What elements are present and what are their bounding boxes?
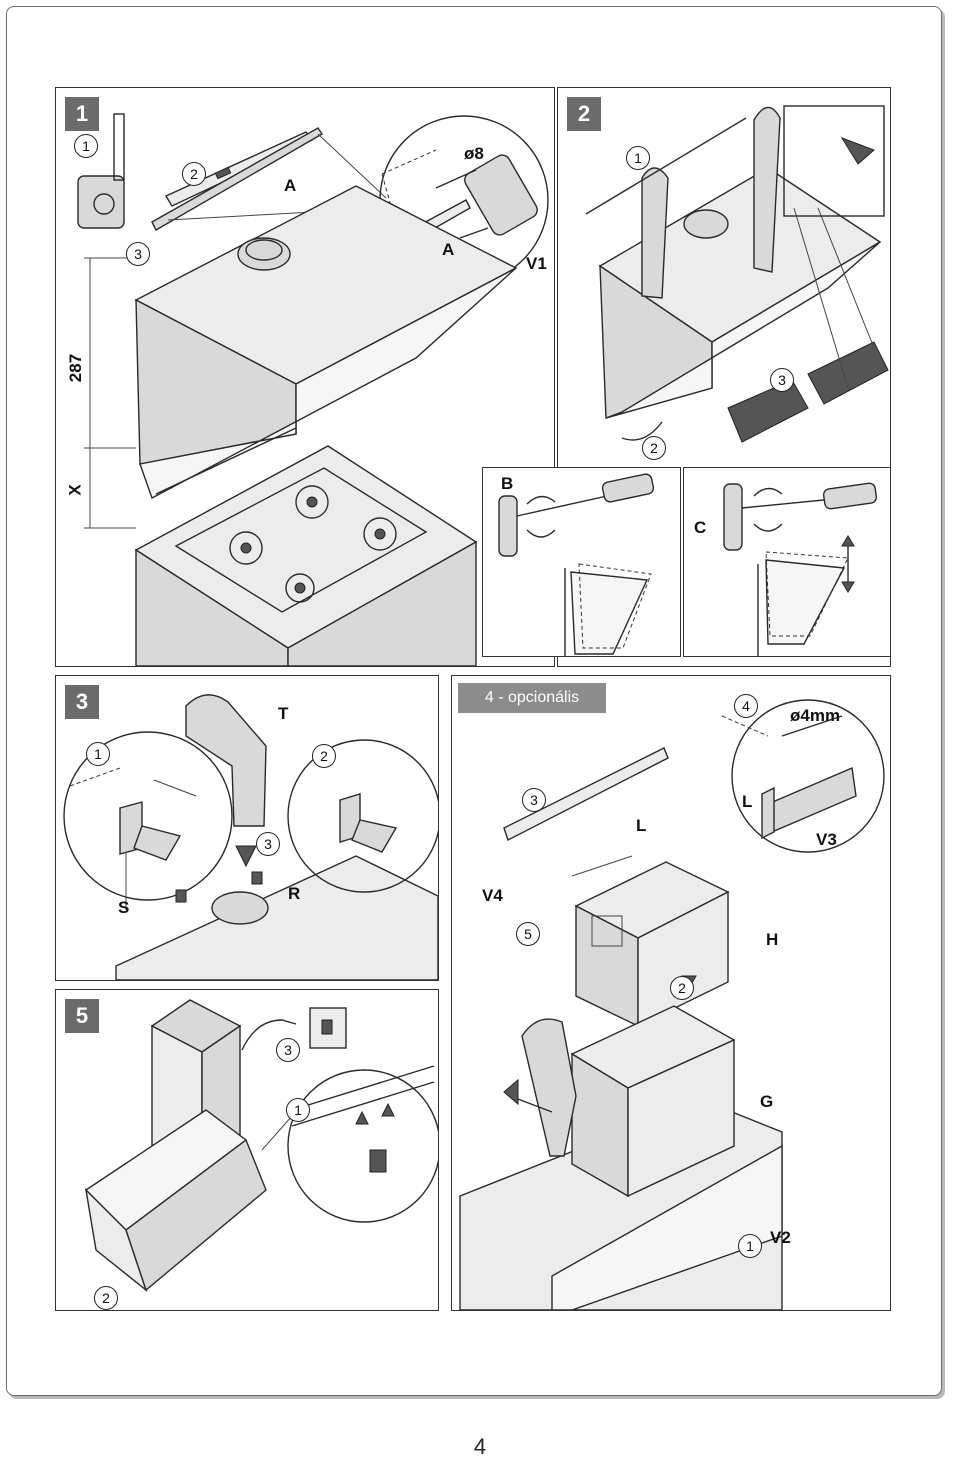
dimension-287: 287 (66, 353, 86, 383)
step-number: 3 (770, 368, 794, 392)
step-number: 1 (74, 134, 98, 158)
optional-step-title: 4 - opcionális (458, 683, 606, 713)
subpanel-b: B (482, 467, 681, 657)
label-drill-size: ø4mm (790, 706, 841, 725)
hood-hang-and-filter-illustration (585, 105, 889, 443)
step-number: 2 (94, 1286, 118, 1310)
step-badge: 2 (567, 97, 601, 131)
step-number: 1 (738, 1234, 762, 1258)
label-lower-chimney-g: G (760, 1092, 774, 1111)
step-number: 3 (256, 832, 280, 856)
duct-and-bracket-illustration (63, 694, 438, 980)
step-number: 2 (670, 976, 694, 1000)
label-upper-chimney-h: H (766, 930, 779, 949)
label-bracket-s: S (118, 898, 130, 917)
step-number: 3 (522, 788, 546, 812)
panel-step-5: 5 3 1 2 (55, 989, 439, 1311)
label-bracket-a-zoom: A (442, 240, 455, 259)
label-duct-t: T (278, 704, 289, 723)
page-number: 4 (473, 1434, 487, 1459)
label-adjust-c: C (694, 518, 707, 537)
instruction-sheet: 1 1 2 3 A ø8 A V1 287 X 2 1 2 (6, 6, 942, 1396)
step-number: 1 (86, 742, 110, 766)
label-screw-v2: V2 (770, 1228, 791, 1247)
step-number: 5 (516, 922, 540, 946)
step-number: 1 (626, 146, 650, 170)
step-badge: 5 (65, 999, 99, 1033)
panel-step-4-optional: 4 - opcionális 4 3 5 2 1 ø4mm L L V3 V4 … (451, 675, 891, 1311)
step-badge: 1 (65, 97, 99, 131)
label-bracket-l-zoom: L (636, 816, 647, 835)
vertical-adjust-b-illustration (498, 473, 655, 656)
label-bracket-l: L (742, 792, 753, 811)
panel-step-1: 1 1 2 3 A ø8 A V1 287 X (55, 87, 555, 667)
step-number: 2 (312, 744, 336, 768)
step-badge: 3 (65, 685, 99, 719)
subpanel-c: C (683, 467, 891, 657)
label-screw-v1: V1 (526, 254, 547, 273)
label-screw-v4: V4 (482, 886, 503, 905)
step-number: 1 (286, 1098, 310, 1122)
label-screw-v3: V3 (816, 830, 837, 849)
label-flange-r: R (288, 884, 301, 903)
hood-wall-mount-illustration (77, 113, 549, 666)
step-number: 2 (642, 436, 666, 460)
step-number: 4 (734, 694, 758, 718)
step-number: 3 (126, 242, 150, 266)
panel-step-3: 3 1 2 3 T S R (55, 675, 439, 981)
label-adjust-b: B (501, 474, 514, 493)
electrical-connect-and-filter-illustration (84, 999, 438, 1293)
chimney-mount-illustration (459, 699, 885, 1310)
depth-adjust-c-illustration (723, 482, 878, 656)
label-bracket-a: A (284, 176, 297, 195)
dimension-x: X (65, 484, 85, 496)
step-number: 3 (276, 1038, 300, 1062)
label-drill-size: ø8 (464, 144, 484, 163)
step-number: 2 (182, 162, 206, 186)
